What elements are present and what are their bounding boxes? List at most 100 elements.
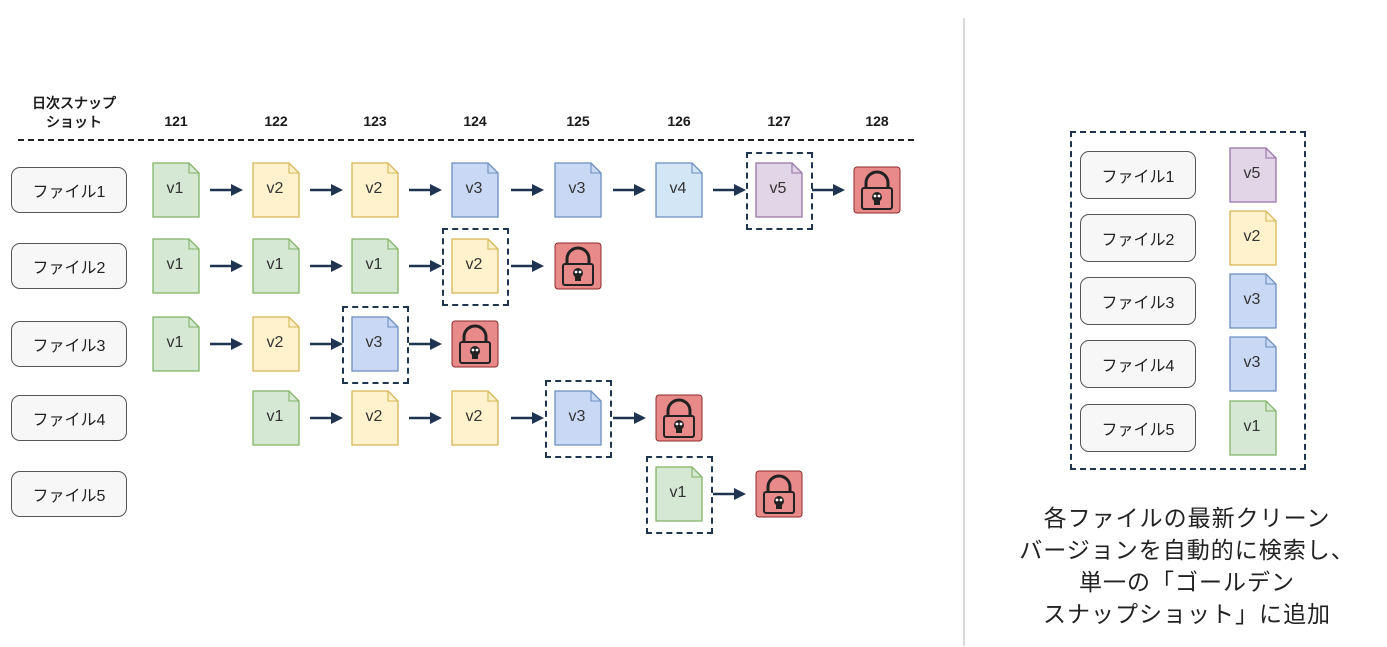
file-label-box: ファイル2 <box>11 243 127 289</box>
version-label: v2 <box>465 256 483 273</box>
latest-clean-selection <box>342 306 409 384</box>
arrow-icon <box>408 412 442 424</box>
header-divider <box>18 139 914 141</box>
arrow-icon <box>408 338 442 350</box>
file-version-doc: v1 <box>152 238 200 294</box>
file-version-doc: v4 <box>655 162 703 218</box>
golden-file-label-box: ファイル1 <box>1080 151 1196 199</box>
snapshot-header-line1: 日次スナップ <box>32 95 116 111</box>
caption-line: バージョンを自動的に検索し、 <box>1019 537 1355 563</box>
file-version-doc: v1 <box>351 238 399 294</box>
arrow-icon <box>510 260 544 272</box>
file-version-doc: v2 <box>351 390 399 446</box>
file-label-box: ファイル5 <box>11 471 127 517</box>
version-label: v3 <box>568 180 586 197</box>
file-label-box: ファイル4 <box>11 395 127 441</box>
golden-version-doc: v2 <box>1229 210 1277 266</box>
skull-lock-icon <box>451 320 499 368</box>
column-header: 125 <box>566 113 590 129</box>
caption-line: スナップショット」に追加 <box>1043 601 1331 627</box>
version-label: v3 <box>365 334 383 351</box>
arrow-icon <box>209 260 243 272</box>
locked-snapshot <box>655 394 703 442</box>
skull-lock-icon <box>853 166 901 214</box>
locked-snapshot <box>451 320 499 368</box>
caption-line: 各ファイルの最新クリーン <box>1043 505 1331 531</box>
version-label: v2 <box>365 408 383 425</box>
skull-lock-icon <box>655 394 703 442</box>
arrow-icon <box>209 338 243 350</box>
golden-file-label-box: ファイル2 <box>1080 214 1196 262</box>
version-label: v2 <box>465 408 483 425</box>
arrow-icon <box>209 184 243 196</box>
version-label: v3 <box>568 408 586 425</box>
version-label: v2 <box>1243 228 1261 245</box>
arrow-icon <box>612 184 646 196</box>
version-label: v2 <box>266 334 284 351</box>
golden-snapshot-frame <box>1070 131 1306 470</box>
locked-snapshot <box>755 470 803 518</box>
column-header: 121 <box>164 113 188 129</box>
golden-file-label-box: ファイル3 <box>1080 277 1196 325</box>
column-header: 124 <box>463 113 487 129</box>
skull-lock-icon <box>554 242 602 290</box>
version-label: v2 <box>266 180 284 197</box>
version-label: v3 <box>1243 291 1261 308</box>
file-version-doc: v1 <box>252 238 300 294</box>
arrow-icon <box>510 184 544 196</box>
golden-snapshot-caption: 各ファイルの最新クリーン バージョンを自動的に検索し、 単一の「ゴールデン スナ… <box>992 502 1382 630</box>
column-header: 128 <box>865 113 889 129</box>
arrow-icon <box>408 260 442 272</box>
arrow-icon <box>510 412 544 424</box>
locked-snapshot <box>853 166 901 214</box>
latest-clean-selection <box>545 380 612 458</box>
file-version-doc: v2 <box>252 316 300 372</box>
skull-lock-icon <box>755 470 803 518</box>
version-label: v2 <box>365 180 383 197</box>
version-label: v1 <box>266 256 284 273</box>
locked-snapshot <box>554 242 602 290</box>
arrow-icon <box>309 184 343 196</box>
latest-clean-selection <box>646 456 713 534</box>
file-label-box: ファイル3 <box>11 321 127 367</box>
golden-version-doc: v3 <box>1229 336 1277 392</box>
version-label: v3 <box>1243 354 1261 371</box>
file-version-doc: v3 <box>554 162 602 218</box>
arrow-icon <box>811 184 845 196</box>
panel-divider <box>963 18 965 646</box>
golden-file-label-box: ファイル5 <box>1080 404 1196 452</box>
snapshot-header-line2: ショット <box>46 114 102 130</box>
golden-version-doc: v3 <box>1229 273 1277 329</box>
golden-version-doc: v5 <box>1229 147 1277 203</box>
column-header: 122 <box>264 113 288 129</box>
file-version-doc: v1 <box>655 466 703 522</box>
version-label: v1 <box>166 256 184 273</box>
version-label: v1 <box>166 180 184 197</box>
file-version-doc: v1 <box>152 162 200 218</box>
version-label: v1 <box>266 408 284 425</box>
arrow-icon <box>712 184 746 196</box>
file-version-doc: v2 <box>252 162 300 218</box>
version-label: v4 <box>669 180 687 197</box>
file-version-doc: v1 <box>252 390 300 446</box>
arrow-icon <box>309 338 343 350</box>
file-version-doc: v3 <box>451 162 499 218</box>
version-label: v1 <box>365 256 383 273</box>
version-label: v1 <box>166 334 184 351</box>
file-label-box: ファイル1 <box>11 167 127 213</box>
file-version-doc: v2 <box>351 162 399 218</box>
column-header: 126 <box>667 113 691 129</box>
version-label: v3 <box>465 180 483 197</box>
caption-line: 単一の「ゴールデン <box>1079 569 1295 595</box>
golden-file-label-box: ファイル4 <box>1080 340 1196 388</box>
file-version-doc: v1 <box>152 316 200 372</box>
version-label: v5 <box>769 180 787 197</box>
file-version-doc: v2 <box>451 390 499 446</box>
column-header: 123 <box>363 113 387 129</box>
version-label: v1 <box>669 484 687 501</box>
arrow-icon <box>309 412 343 424</box>
latest-clean-selection <box>442 228 509 306</box>
file-version-doc: v3 <box>351 316 399 372</box>
golden-version-doc: v1 <box>1229 400 1277 456</box>
arrow-icon <box>408 184 442 196</box>
